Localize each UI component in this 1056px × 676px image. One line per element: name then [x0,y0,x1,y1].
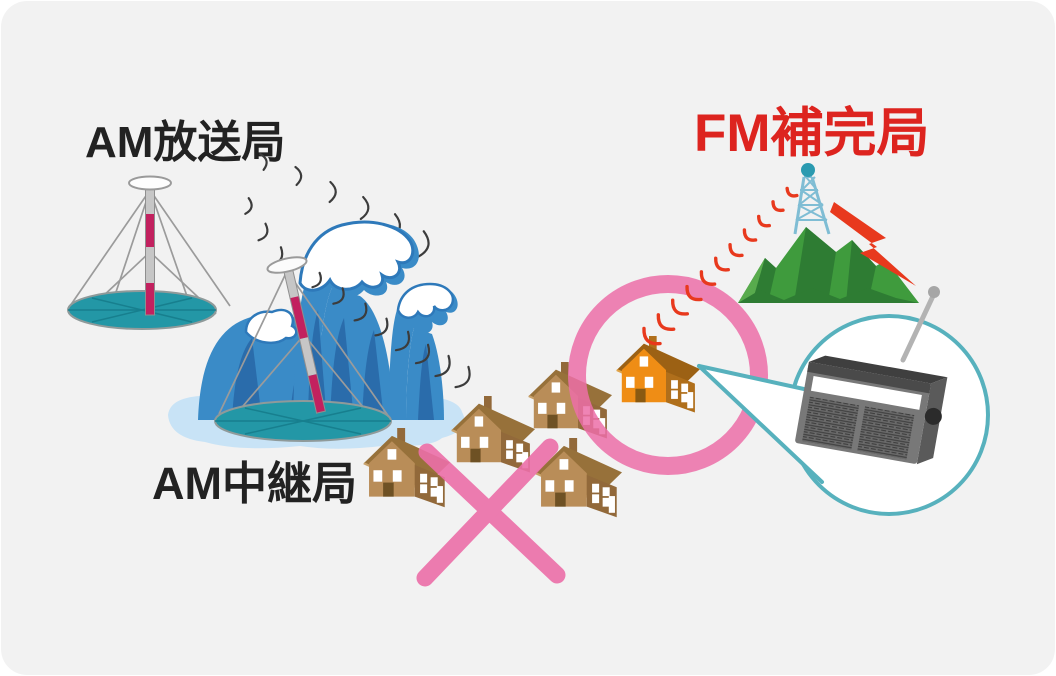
fm-station-label: FM補完局 [694,104,930,163]
radio-speaker-right [857,406,915,460]
no-reception-x-mark [416,438,566,587]
am-station-mast [128,175,172,316]
am-relay-station-icon [214,256,392,442]
am-relay-label: AM中継局 [152,458,357,509]
am-relay-ground-plane [214,400,392,442]
highlight-ring [568,275,768,475]
am-station-label: AM放送局 [85,118,285,167]
radio-antenna [900,293,936,363]
wave-foam-big [298,220,415,292]
wave-foam-right [396,282,455,319]
tsunami-waves-icon [198,220,458,420]
mountain-icon [738,227,919,303]
radio-antenna-tip [928,286,940,298]
radio-dial-window [810,375,922,410]
lightning-bolt-icon [830,202,916,286]
fm-signal-waves [642,186,799,346]
radio-callout [697,286,990,516]
fm-tower-beacon [801,163,815,177]
radio-speaker-left [802,396,860,450]
am-relay-mast [266,256,326,414]
fm-tower-icon [793,163,831,235]
am-relay-signal-waves [311,271,471,389]
am-station-ground-plane [67,290,217,330]
am-station-top-cap [128,175,172,191]
radio-icon [795,286,948,465]
wave-foam-left [244,308,298,345]
am-broadcast-station-icon [67,175,231,330]
am-relay-top-cap [266,256,308,274]
radio-knob [924,407,942,425]
am-station-signal-waves [244,153,430,266]
